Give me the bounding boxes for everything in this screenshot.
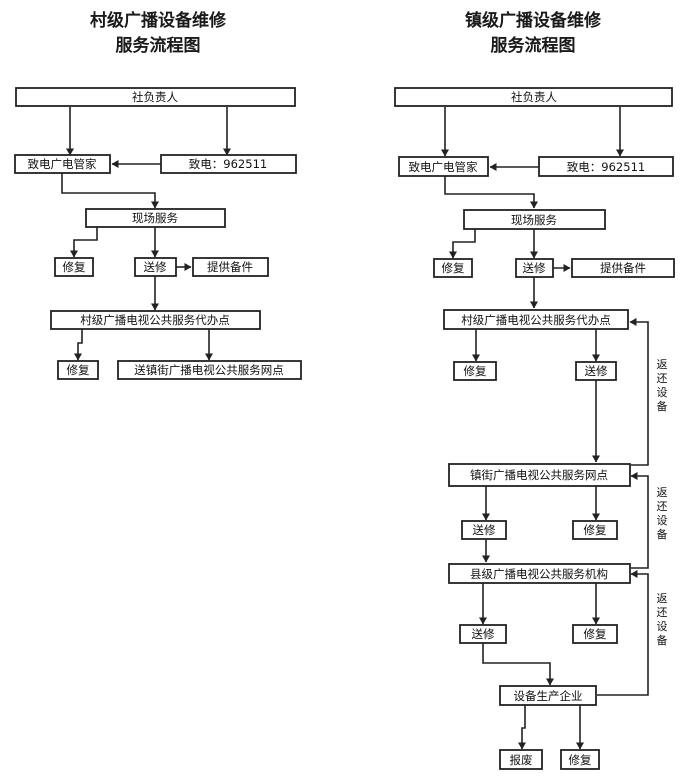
left-arrow-village-repair: [74, 329, 83, 361]
right-box-spare: [571, 258, 675, 278]
left-box-send1: [134, 257, 177, 277]
right-label-send2: 送修: [585, 364, 608, 378]
right-arrow-send-manufacturer: [482, 643, 554, 686]
left-label-village-point: 村级广播电视公共服务代办点: [80, 313, 230, 327]
right-box-send2: [575, 361, 617, 381]
right-label-responsible: 社负责人: [511, 90, 557, 104]
left-box-repair1: [54, 257, 94, 277]
left-label-send1: 送修: [144, 260, 167, 274]
right-box-county: [448, 563, 631, 584]
right-label-send4: 送修: [472, 627, 495, 641]
left-label-manager: 致电广电管家: [28, 157, 97, 171]
return-label-1: 返还设备: [657, 358, 668, 413]
right-box-repair1: [433, 258, 473, 278]
right-label-hotline: 致电：962511: [567, 160, 645, 174]
right-box-manufacturer: [499, 685, 597, 706]
right-box-repair5: [560, 749, 600, 770]
left-title-line2: 服务流程图: [116, 35, 201, 56]
left-box-responsible: [15, 87, 296, 107]
right-box-send4: [459, 624, 507, 644]
left-box-spare: [192, 257, 269, 277]
right-box-repair2: [453, 361, 497, 381]
left-label-onsite: 现场服务: [132, 211, 178, 225]
right-box-send3: [461, 520, 507, 540]
left-box-onsite: [85, 208, 226, 228]
left-title-line1: 村级广播设备维修: [90, 10, 227, 31]
right-label-repair3: 修复: [584, 523, 607, 537]
right-box-scrap: [499, 749, 543, 770]
right-box-responsible: [394, 87, 673, 107]
right-title-line1: 镇级广播设备维修: [465, 10, 602, 31]
right-box-send1: [515, 258, 554, 278]
left-arrow-manager-onsite: [61, 173, 159, 209]
right-arrow-manufacturer-scrap: [518, 705, 526, 750]
right-title-line2: 服务流程图: [491, 35, 576, 56]
left-box-hotline: [160, 154, 297, 174]
left-flowchart: 村级广播设备维修 服务流程图 社负责人 致电广电管家 致电：962511 现场服…: [14, 10, 302, 380]
right-arrow-manager-onsite: [444, 176, 538, 209]
left-arrow-onsite-repair: [70, 227, 98, 258]
left-label-repair2: 修复: [67, 363, 90, 377]
right-box-repair3: [572, 520, 618, 540]
right-label-send1: 送修: [523, 261, 546, 275]
left-box-village-point: [50, 310, 261, 330]
right-label-manufacturer: 设备生产企业: [514, 689, 583, 703]
left-box-send-town: [117, 360, 302, 380]
right-return-county-town: [630, 472, 649, 569]
return-label-2: 返还设备: [657, 486, 668, 541]
left-label-spare: 提供备件: [207, 260, 253, 274]
left-label-send-town: 送镇街广播电视公共服务网点: [134, 363, 284, 377]
right-label-village-point: 村级广播电视公共服务代办点: [461, 313, 611, 327]
right-label-scrap: 报废: [510, 753, 533, 767]
right-return-manufacturer-county: [597, 570, 649, 696]
right-label-send3: 送修: [473, 523, 496, 537]
right-arrow-onsite-repair: [449, 229, 476, 259]
left-label-responsible: 社负责人: [132, 90, 178, 104]
right-box-town-point: [448, 463, 631, 487]
left-box-repair2: [57, 360, 99, 380]
right-label-repair1: 修复: [442, 261, 465, 275]
right-label-manager: 致电广电管家: [409, 160, 478, 174]
right-box-manager: [398, 156, 489, 177]
right-box-onsite: [463, 209, 606, 230]
right-label-onsite: 现场服务: [511, 213, 557, 227]
right-return-town-village: [629, 318, 649, 466]
return-label-3: 返还设备: [657, 592, 668, 647]
right-label-repair4: 修复: [584, 627, 607, 641]
left-box-manager: [14, 154, 111, 174]
left-label-hotline: 致电：962511: [189, 157, 267, 171]
right-box-repair4: [572, 624, 618, 644]
right-box-hotline: [538, 156, 674, 177]
left-label-repair1: 修复: [63, 260, 86, 274]
right-label-county: 县级广播电视公共服务机构: [470, 567, 608, 581]
right-label-spare: 提供备件: [600, 261, 646, 275]
right-label-repair5: 修复: [569, 753, 592, 767]
right-label-repair2: 修复: [464, 364, 487, 378]
right-flowchart: 镇级广播设备维修 服务流程图 返还设备 返还设备 返还设备 社负责人 致电: [394, 10, 675, 770]
right-box-village-point: [443, 309, 629, 330]
right-label-town-point: 镇街广播电视公共服务网点: [470, 468, 608, 482]
